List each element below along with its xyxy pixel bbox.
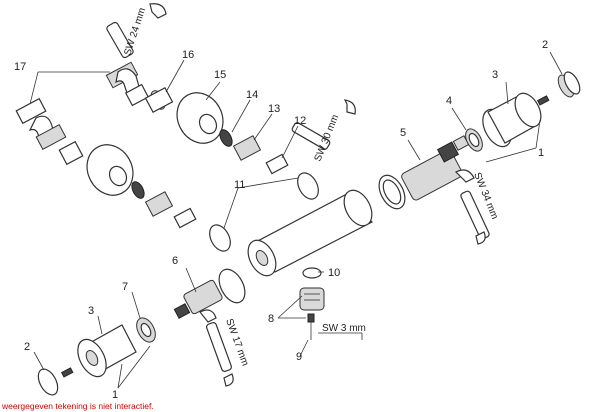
label-10: 10 — [328, 267, 340, 279]
wrench-label-sw3: SW 3 mm — [322, 323, 366, 334]
left-nut-7 — [136, 317, 156, 343]
connector-elbows-17 — [15, 61, 150, 166]
thermostat-body — [247, 189, 374, 277]
rings-11 — [209, 172, 319, 252]
label-15: 15 — [214, 69, 226, 81]
wrench-sw30 — [291, 99, 356, 150]
right-nut-4 — [465, 128, 483, 152]
right-cartridge-5 — [378, 135, 470, 210]
label-6: 6 — [172, 255, 178, 267]
label-3-left: 3 — [88, 305, 94, 317]
label-13: 13 — [268, 103, 280, 115]
valve-12 — [173, 153, 289, 229]
rosette-15 — [176, 92, 224, 144]
wrench-sw17 — [199, 309, 234, 387]
label-7: 7 — [122, 281, 128, 293]
label-12: 12 — [294, 115, 306, 127]
filter-13 — [144, 135, 262, 217]
wrench-sw34 — [454, 169, 490, 245]
label-4: 4 — [446, 95, 452, 107]
parts-8-10 — [299, 267, 325, 340]
label-9: 9 — [296, 351, 302, 363]
label-14: 14 — [246, 89, 258, 101]
label-17: 17 — [14, 61, 26, 73]
left-handle-3 — [77, 324, 137, 378]
right-handle-3 — [482, 92, 542, 148]
footer-note: weergegeven tekening is niet interactief… — [2, 401, 154, 411]
leader-lines — [29, 51, 563, 389]
label-1-left: 1 — [112, 389, 118, 401]
rosette-left-lower — [86, 144, 134, 196]
wrench-label-sw24: SW 24 mm — [122, 6, 148, 56]
label-3-right: 3 — [492, 69, 498, 81]
filter-16 — [144, 86, 174, 114]
left-cartridge-6 — [173, 268, 246, 319]
right-screw-and-cap-2 — [536, 71, 581, 106]
check-valve-14 — [131, 129, 233, 199]
label-8: 8 — [268, 313, 274, 325]
left-screw-and-cap-2 — [37, 367, 74, 396]
label-2-left: 2 — [24, 341, 30, 353]
label-2-right: 2 — [542, 39, 548, 51]
wrench-sw24 — [106, 3, 167, 59]
label-5: 5 — [400, 127, 406, 139]
hex-key-sw3 — [318, 332, 363, 340]
label-16: 16 — [182, 49, 194, 61]
label-1-right: 1 — [538, 147, 544, 159]
label-11: 11 — [234, 179, 245, 191]
